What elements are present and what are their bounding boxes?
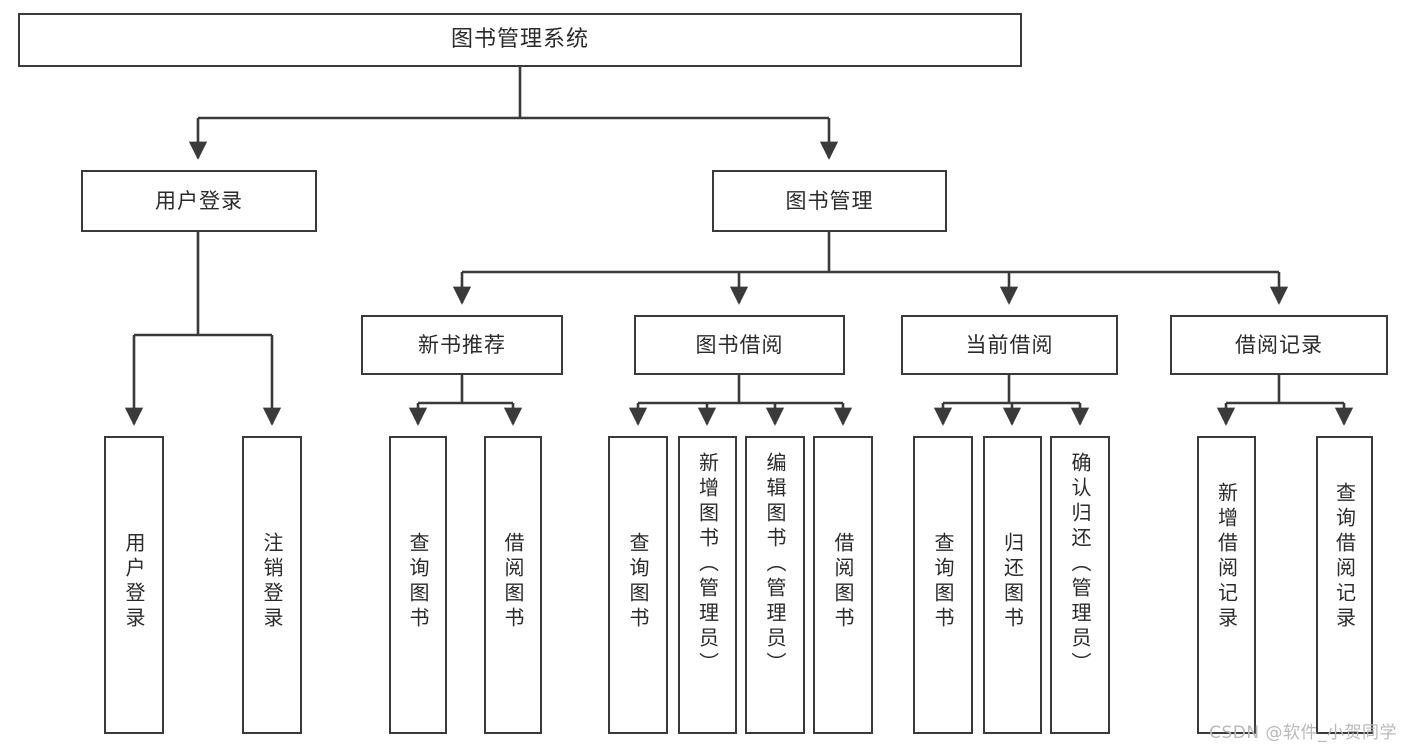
node-label: 新增借阅记录 bbox=[1214, 482, 1239, 632]
node-label: 新增图书（管理员） bbox=[695, 452, 720, 677]
node-label: 图书借阅 bbox=[695, 332, 784, 357]
node-label: 确认归还（管理员） bbox=[1068, 452, 1092, 677]
node-label: 图书管理 bbox=[785, 188, 874, 213]
node-label: 借阅图书 bbox=[831, 532, 855, 632]
leaf-current-return-book[interactable]: 归还图书 bbox=[983, 436, 1042, 734]
node-current-borrow[interactable]: 当前借阅 bbox=[901, 315, 1118, 375]
leaf-records-add-record[interactable]: 新增借阅记录 bbox=[1197, 436, 1256, 734]
leaf-borrow-add-book-admin[interactable]: 新增图书（管理员） bbox=[678, 436, 737, 734]
leaf-records-query-record[interactable]: 查询借阅记录 bbox=[1316, 436, 1373, 734]
node-borrow-records[interactable]: 借阅记录 bbox=[1170, 315, 1388, 375]
node-label: 注销登录 bbox=[260, 532, 284, 632]
leaf-recommend-borrow-book[interactable]: 借阅图书 bbox=[484, 436, 542, 734]
leaf-user-login-logout[interactable]: 注销登录 bbox=[242, 436, 302, 734]
leaf-recommend-query-book[interactable]: 查询图书 bbox=[389, 436, 447, 734]
node-user-login[interactable]: 用户登录 bbox=[81, 170, 317, 232]
node-label: 查询借阅记录 bbox=[1332, 482, 1357, 632]
node-new-book-recommend[interactable]: 新书推荐 bbox=[361, 315, 563, 375]
leaf-current-confirm-return-admin[interactable]: 确认归还（管理员） bbox=[1050, 436, 1110, 734]
node-label: 借阅记录 bbox=[1235, 332, 1323, 357]
node-root-system[interactable]: 图书管理系统 bbox=[18, 13, 1022, 67]
node-label: 查询图书 bbox=[626, 532, 650, 632]
leaf-borrow-query-book[interactable]: 查询图书 bbox=[608, 436, 668, 734]
leaf-borrow-edit-book-admin[interactable]: 编辑图书（管理员） bbox=[745, 436, 805, 734]
node-label: 借阅图书 bbox=[501, 532, 525, 632]
node-label: 当前借阅 bbox=[965, 332, 1054, 357]
node-label: 查询图书 bbox=[931, 532, 955, 632]
node-label: 查询图书 bbox=[406, 532, 430, 632]
node-label: 新书推荐 bbox=[418, 332, 506, 357]
node-label: 用户登录 bbox=[155, 188, 243, 213]
node-label: 用户登录 bbox=[122, 532, 146, 632]
node-label: 归还图书 bbox=[1000, 532, 1025, 632]
leaf-current-query-book[interactable]: 查询图书 bbox=[913, 436, 973, 734]
node-book-management[interactable]: 图书管理 bbox=[712, 170, 947, 232]
leaf-borrow-borrow-book[interactable]: 借阅图书 bbox=[813, 436, 873, 734]
node-label: 编辑图书（管理员） bbox=[763, 452, 787, 677]
csdn-watermark: CSDN @软件_小贺同学 bbox=[1209, 723, 1397, 743]
node-label: 图书管理系统 bbox=[450, 27, 589, 53]
leaf-user-login-login[interactable]: 用户登录 bbox=[104, 436, 164, 734]
node-book-borrow[interactable]: 图书借阅 bbox=[634, 315, 845, 375]
